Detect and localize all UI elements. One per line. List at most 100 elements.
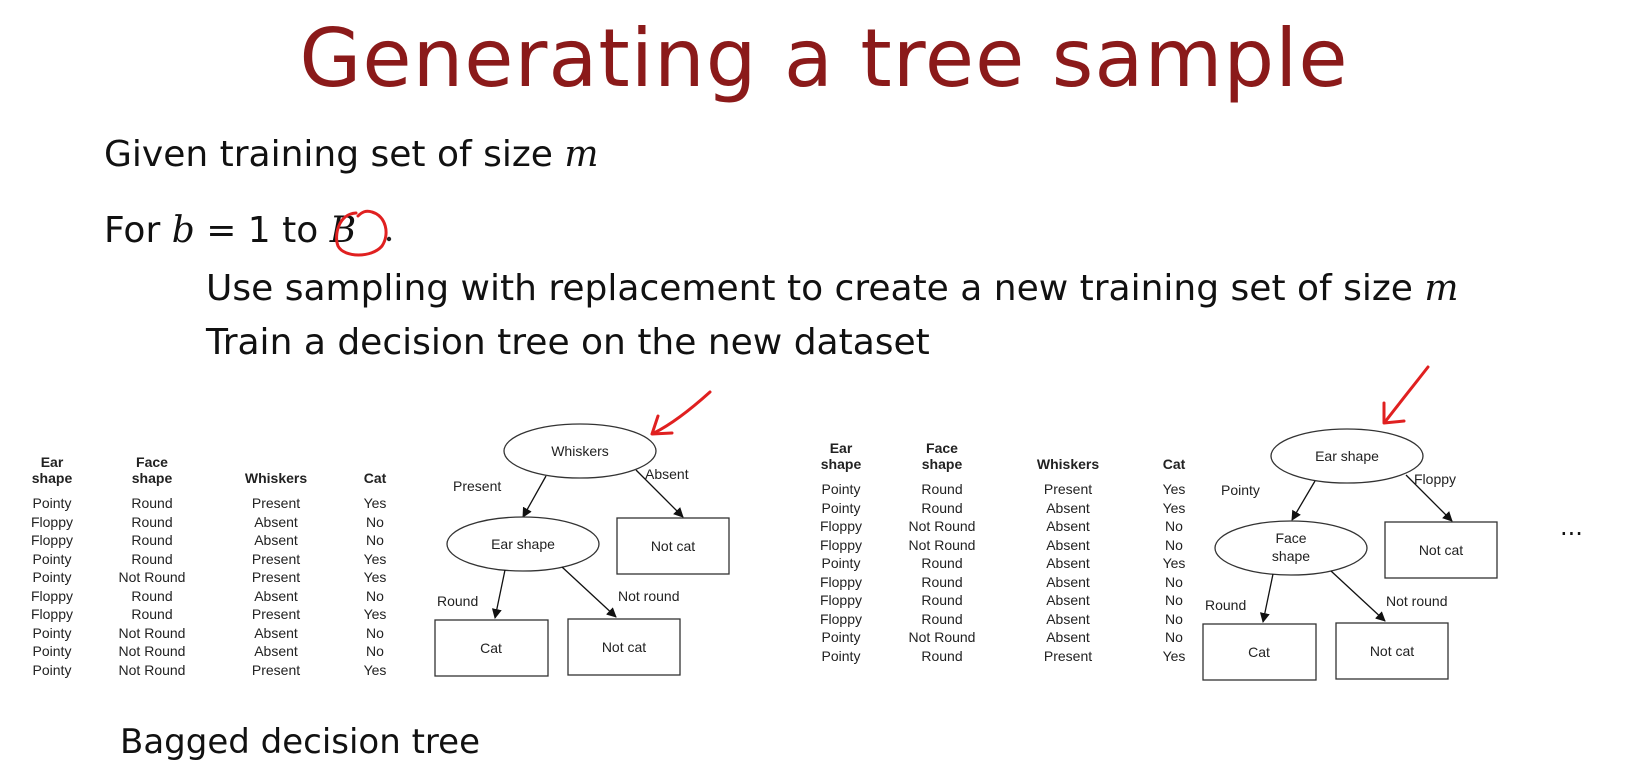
table-cell: Absent [1046, 518, 1090, 534]
tree1-root-label: Whiskers [551, 443, 609, 459]
tree2-edge-not-round [1330, 570, 1386, 622]
table-cell: Round [131, 513, 173, 530]
table-cell: Floppy [30, 606, 74, 622]
tree1-root-node [503, 423, 657, 479]
var-m: m [564, 134, 599, 175]
tree2-root-node [1270, 428, 1424, 484]
table-cell: Absent [1046, 573, 1090, 590]
table-cell: No [1165, 610, 1183, 627]
table-cell: Pointy [32, 661, 72, 678]
table-cell: No [1165, 629, 1183, 645]
tree2-cat-leaf-label: Cat [1248, 644, 1270, 660]
tree1-not-cat-leaf-label: Not cat [651, 538, 695, 554]
tree1-not-cat-leaf-2-label: Not cat [602, 639, 646, 655]
table-cell: Round [921, 555, 963, 571]
tree1-edge-right [635, 469, 684, 518]
given-line: Given training set of size m [104, 134, 599, 175]
table-cell: Absent [1046, 555, 1090, 571]
tree2-edge-not-round-label: Not round [1386, 593, 1447, 609]
tree2-edge-round-label: Round [1205, 597, 1246, 613]
tree2-not-cat-leaf-2 [1335, 622, 1449, 680]
table-cell: Not Round [118, 569, 186, 585]
table-cell: Pointy [821, 555, 861, 571]
tree2-not-cat-leaf-label: Not cat [1419, 542, 1463, 558]
annotation-arrow-2-shaft [1383, 365, 1430, 424]
table-cell: Absent [1046, 610, 1090, 627]
table-cell: Absent [1046, 629, 1090, 645]
colon-dot [386, 236, 392, 242]
slide-title: Generating a tree sample [299, 12, 1349, 105]
tree2-not-cat-leaf [1384, 521, 1498, 579]
table-cell: No [1165, 536, 1183, 553]
table-cell: No [366, 643, 384, 659]
table-cell: Yes [1162, 647, 1186, 664]
table-cell: Pointy [32, 495, 72, 511]
tree2-edge-left [1291, 480, 1316, 521]
table-cell: No [366, 532, 384, 548]
decision-tree-1: Whiskers Present Absent Ear shape Not ca… [434, 390, 730, 677]
tree2-edge-pointy-label: Pointy [1221, 482, 1260, 498]
tree1-not-cat-leaf [616, 517, 730, 575]
table-cell: Absent [254, 587, 298, 604]
table-cell: Present [251, 569, 301, 585]
tree1-edge-absent-label: Absent [645, 466, 689, 482]
step-train-line: Train a decision tree on the new dataset [206, 322, 930, 363]
tree1-not-cat-leaf-2 [567, 618, 681, 676]
tree1-ear-shape-node [446, 516, 600, 572]
tree1-edge-round-label: Round [437, 593, 478, 609]
table-cell: No [1165, 592, 1183, 608]
table-cell: Absent [254, 643, 298, 659]
tree2-edge-round [1259, 573, 1274, 623]
table-cell: Yes [1162, 555, 1186, 571]
var-B: B [329, 210, 357, 251]
step-sampling-text: Use sampling with replacement to create … [206, 268, 1425, 309]
table-cell: No [1165, 573, 1183, 590]
table-row: Pointy Round Absent Yes [808, 554, 1222, 573]
for-range-text: = 1 to [194, 210, 330, 251]
table-cell: Pointy [32, 550, 72, 567]
tree1-edge-left [522, 475, 547, 518]
table-cell: Pointy [821, 481, 861, 497]
tree2-edge-floppy-label: Floppy [1414, 471, 1456, 487]
table-cell: Yes [363, 606, 387, 622]
table-cell: Not Round [118, 624, 186, 641]
table-cell: Present [251, 661, 301, 678]
table-cell: Absent [1046, 592, 1090, 608]
table-cell: Present [251, 495, 301, 511]
tree2-edge-right [1405, 474, 1453, 522]
tree1-cat-leaf-label: Cat [480, 640, 502, 656]
table-cell: Pointy [821, 647, 861, 664]
table-cell: Round [921, 481, 963, 497]
annotation-arrow-2-head [1382, 401, 1406, 425]
table-cell: Absent [1046, 536, 1090, 553]
var-m-2: m [1424, 268, 1459, 309]
table-cell: Not Round [908, 536, 976, 553]
table-cell: No [366, 513, 384, 530]
table-cell: Absent [1046, 499, 1090, 516]
table-cell: Pointy [821, 629, 861, 645]
table-cell: No [1165, 518, 1183, 534]
annotation-arrow-1-head [650, 414, 674, 436]
decision-tree-2: Ear shape Pointy Floppy Face shape Not c… [1202, 365, 1498, 681]
tree2-face-shape-label-2: shape [1272, 548, 1310, 564]
